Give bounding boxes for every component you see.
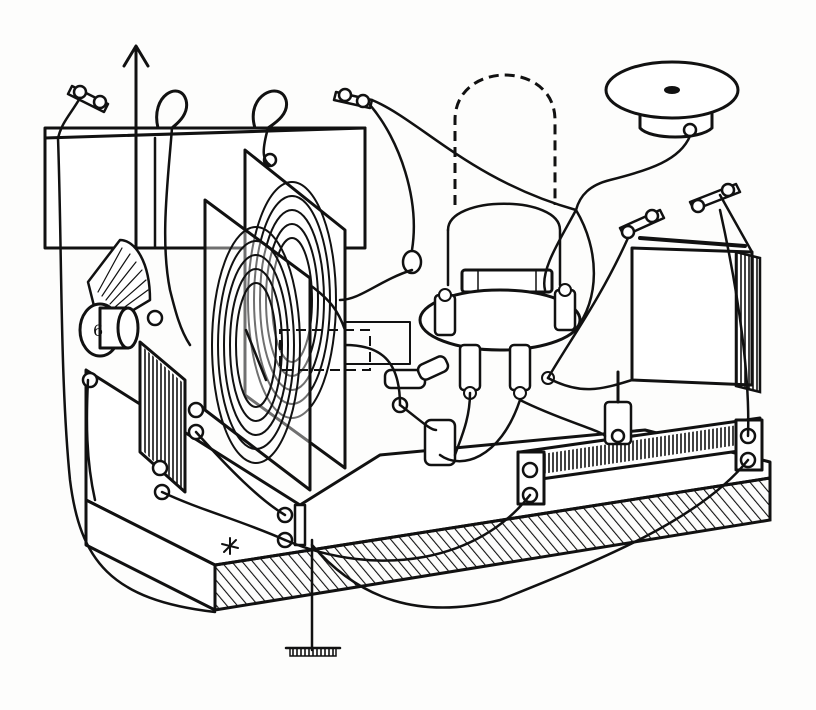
grid-leak [383, 249, 457, 467]
terminal-loops [155, 89, 289, 130]
ground-symbol [284, 538, 342, 657]
wiring [56, 98, 750, 614]
battery-block [630, 236, 762, 394]
baseboard [84, 368, 772, 612]
headphone-icon [574, 60, 740, 212]
mica-condenser [279, 321, 411, 371]
asterisk-mark [221, 537, 239, 555]
coil-panel-front [203, 198, 312, 492]
clip-terminal-left [56, 84, 110, 140]
clip-terminals-right [618, 182, 754, 254]
tube-socket [418, 283, 582, 400]
variable-condenser-left [81, 340, 187, 501]
dial-numeral: 6 [93, 321, 103, 340]
vacuum-tube [446, 73, 562, 294]
tuning-dial: 6 [78, 238, 164, 358]
clip-terminal-mid [332, 87, 374, 110]
rheostat [516, 370, 764, 506]
